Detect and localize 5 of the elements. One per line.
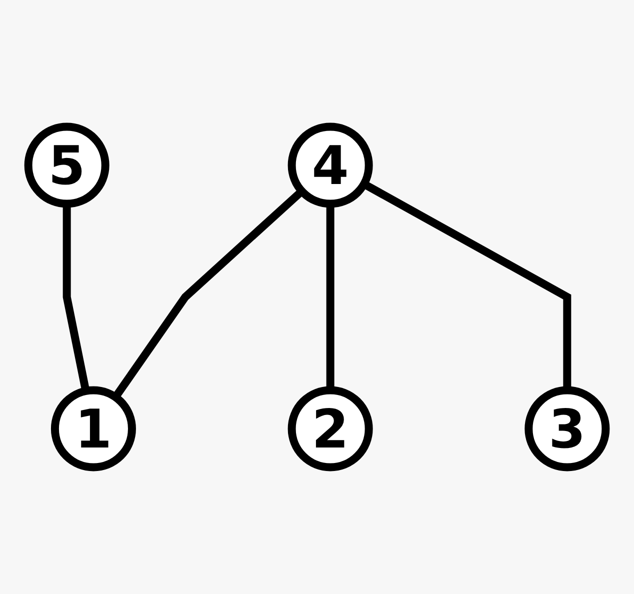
- node-circle: 4: [288, 122, 373, 208]
- node-circle: 5: [24, 122, 110, 208]
- node-circle: 3: [524, 386, 610, 472]
- node-circle: 2: [288, 386, 373, 472]
- node-circle: 1: [50, 386, 136, 472]
